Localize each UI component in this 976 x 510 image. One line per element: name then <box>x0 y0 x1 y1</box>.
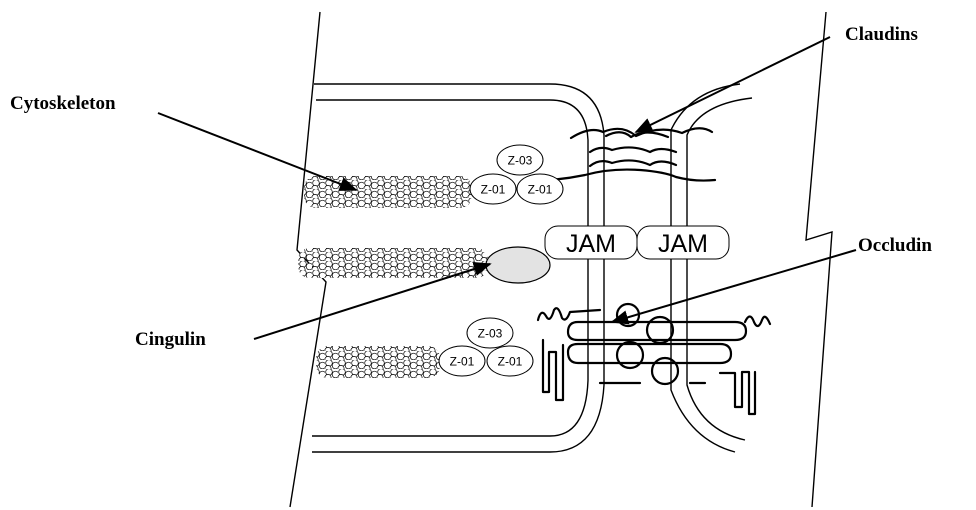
zo3-lower-label: Z-03 <box>478 327 503 341</box>
zo1-lower-right-label: Z-01 <box>498 355 523 369</box>
claudins-arrow <box>636 37 830 132</box>
claudins-label: Claudins <box>845 24 918 45</box>
zo-complex-lower: Z-03 Z-01 Z-01 <box>439 318 533 376</box>
cytoskeleton-label: Cytoskeleton <box>10 93 116 114</box>
zo1-lower-left-label: Z-01 <box>450 355 475 369</box>
zo1-upper-left-label: Z-01 <box>481 183 506 197</box>
jam-right-label: JAM <box>658 230 708 258</box>
cytoskeleton-arrow <box>158 113 356 190</box>
occludin-arrow <box>612 250 856 322</box>
right-cell-membrane-outer <box>671 84 740 452</box>
zo-complex-upper: Z-03 Z-01 Z-01 <box>470 145 563 204</box>
zo3-upper-label: Z-03 <box>508 154 533 168</box>
jam-proteins: JAM JAM <box>545 226 729 259</box>
occludin-strands <box>538 304 770 414</box>
occludin-label: Occludin <box>858 235 932 256</box>
cingulin-shape <box>486 247 550 283</box>
zo1-upper-right-label: Z-01 <box>528 183 553 197</box>
cytoskeleton-filament-lower <box>316 346 440 378</box>
right-cell-boundary <box>806 12 832 507</box>
cytoskeleton-filament-upper <box>304 176 472 208</box>
jam-left-label: JAM <box>566 230 616 258</box>
cingulin-label: Cingulin <box>135 329 206 350</box>
